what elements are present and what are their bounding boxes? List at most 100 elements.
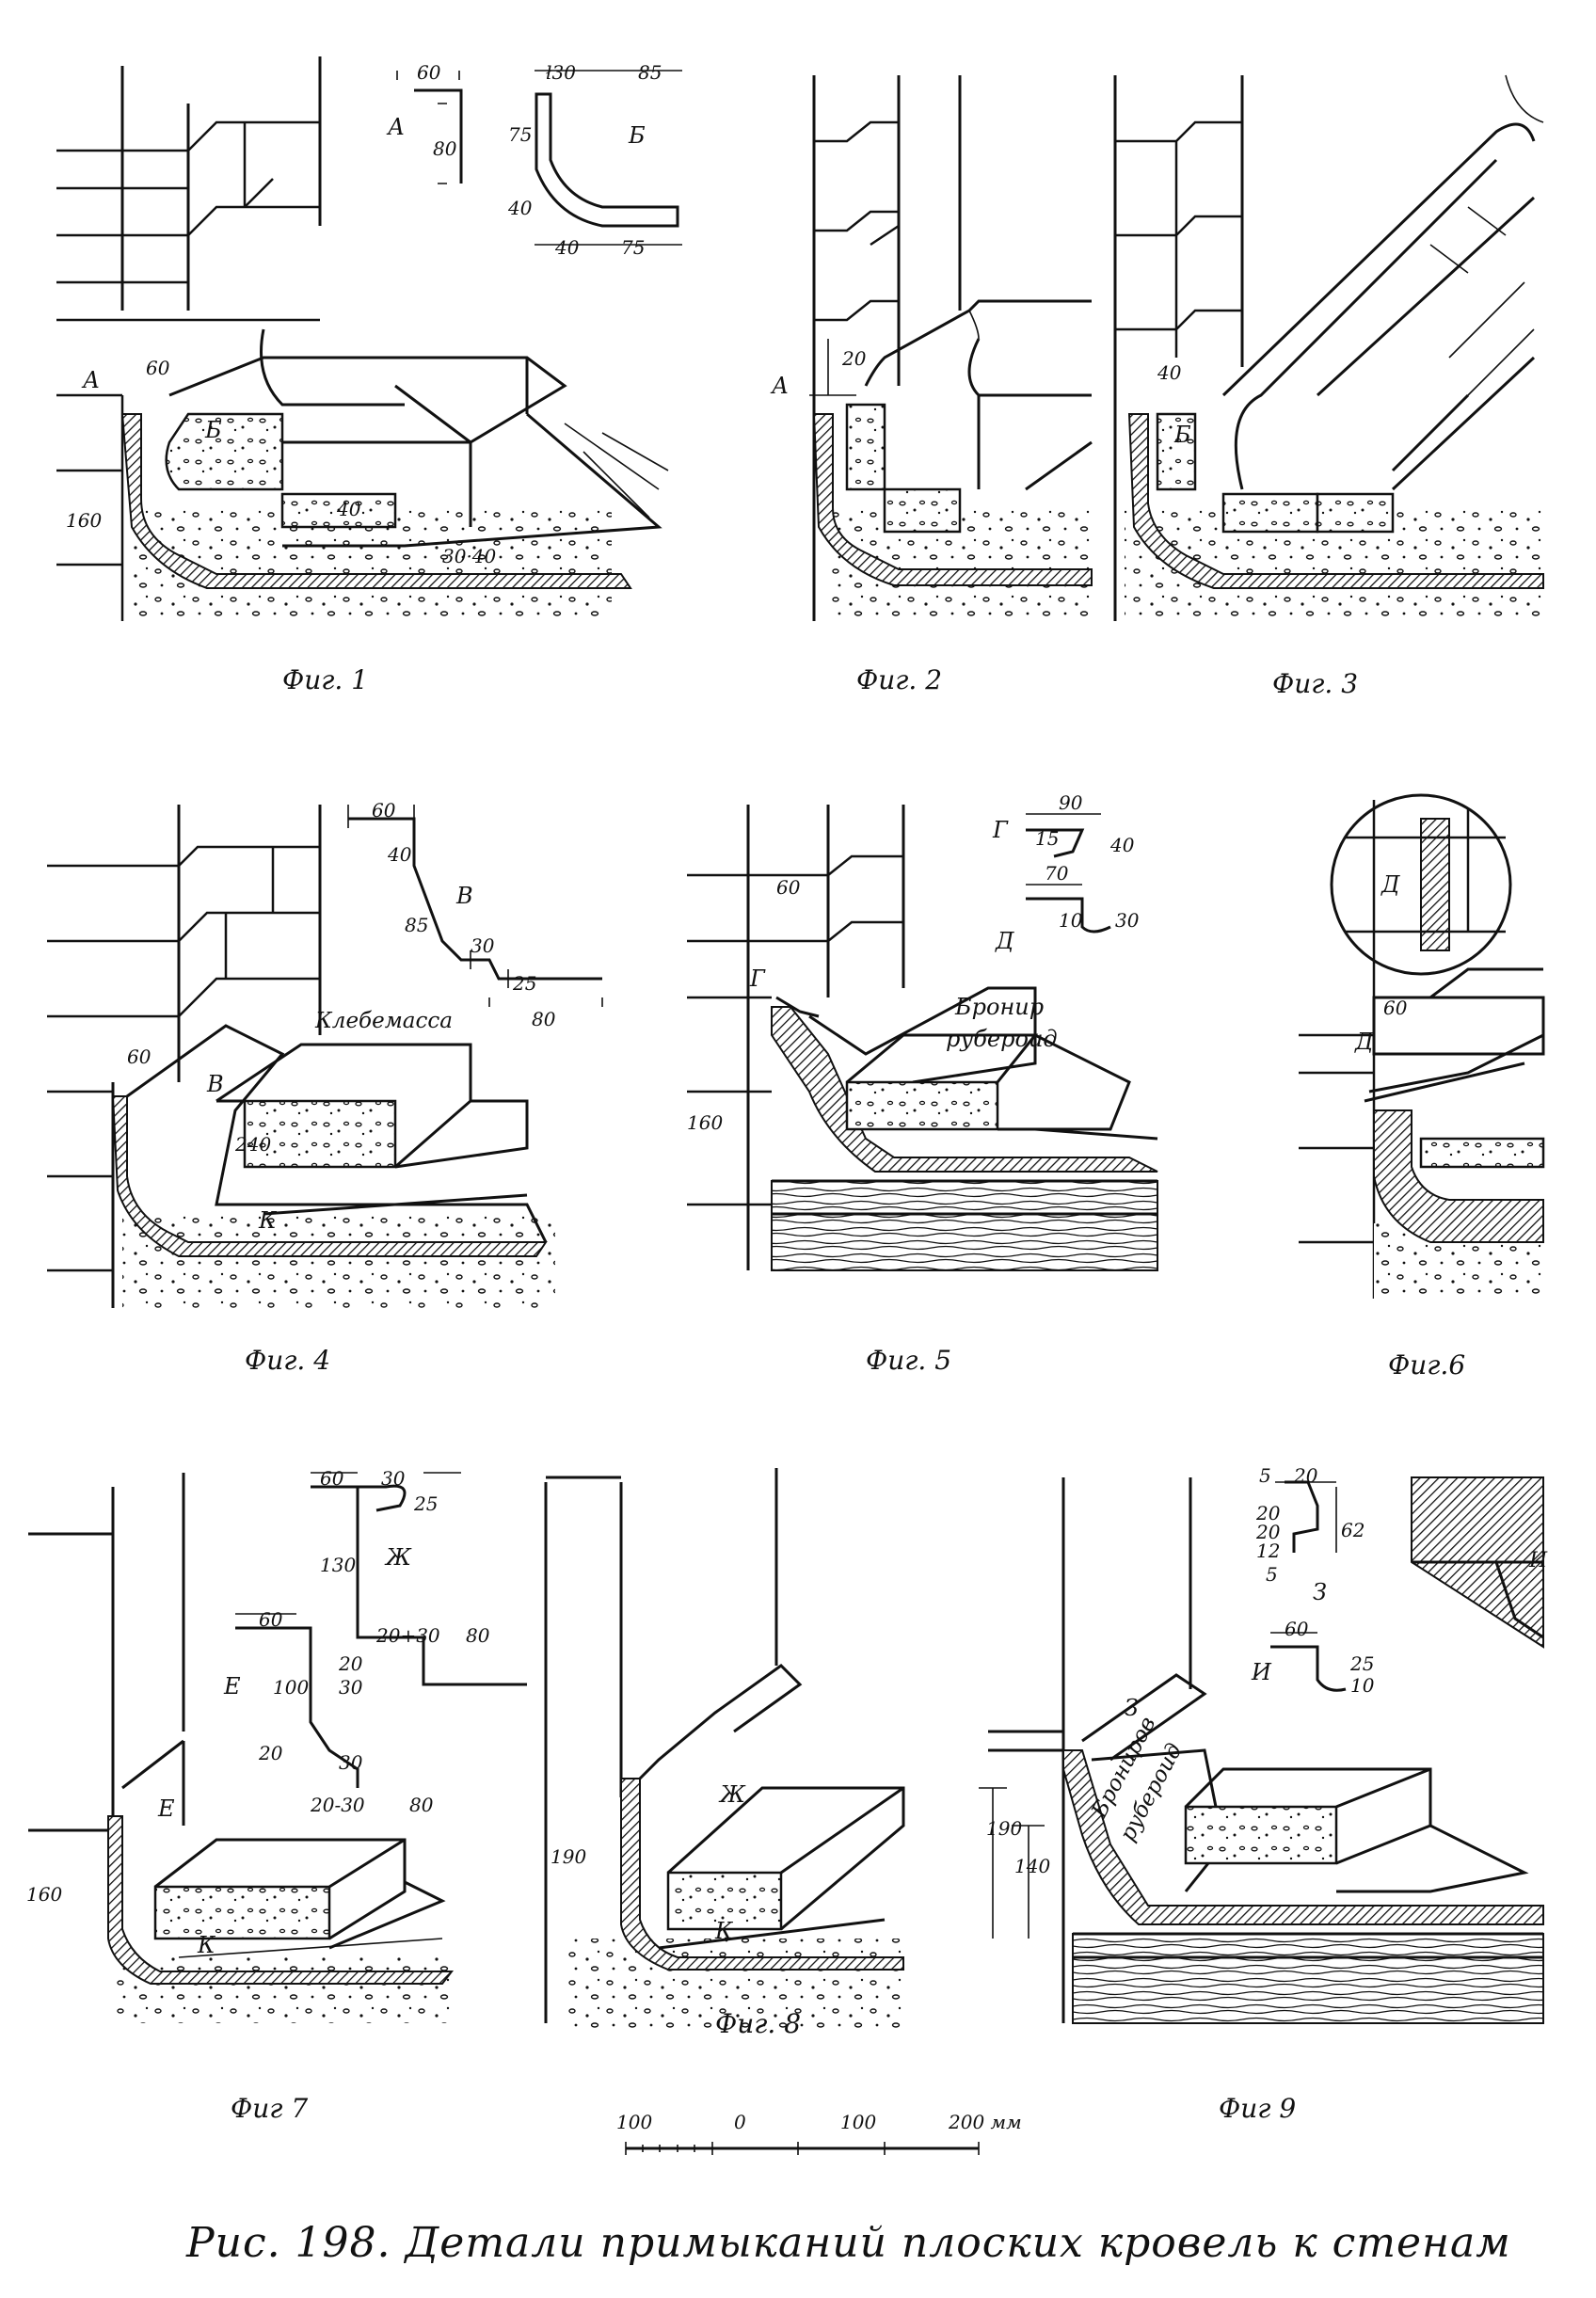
label-b-top: Б [628, 122, 646, 149]
label-b: Б [204, 417, 222, 443]
label-k: К [258, 1207, 278, 1234]
figure-2 [812, 75, 1093, 621]
dim-15: 15 [1035, 827, 1059, 850]
label-i: И [1528, 1549, 1548, 1572]
dim-80-zh: 80 [466, 1624, 490, 1647]
dim-90: 90 [1059, 791, 1083, 814]
dim-a-60: 60 [417, 61, 441, 84]
label-k-fig8: К [714, 1918, 734, 1944]
dim-60-i: 60 [1285, 1618, 1309, 1640]
roof-membrane [107, 1815, 455, 1985]
wood-deck [1072, 1933, 1544, 2024]
dim-20-e2: 20 [258, 1742, 283, 1764]
label-a-top: А [386, 114, 405, 140]
scale-tick-100: 100 [840, 2111, 876, 2133]
caption-fig-6: Фиг.6 [1388, 1349, 1465, 1380]
roof-membrane [120, 413, 632, 589]
dim-20-z: 20 [1293, 1464, 1318, 1487]
roof-membrane [1127, 413, 1544, 589]
dim-20-30: 20+30 [375, 1624, 440, 1647]
dim-20: 20 [841, 347, 867, 370]
dim-12: 12 [1256, 1540, 1280, 1562]
figure-7-annotations: Ж Е Е К 60 30 25 130 20+30 80 60 100 20 … [26, 1467, 527, 2124]
dim-62: 62 [1341, 1519, 1365, 1541]
roof-membrane [812, 413, 1093, 586]
label-d-circle: Д [1381, 871, 1400, 898]
roof-membrane [1373, 1109, 1544, 1243]
figure-1 [56, 56, 669, 621]
dim-160-fig5: 160 [687, 1111, 723, 1134]
dim-25-zh: 25 [413, 1492, 438, 1515]
dim-25-i: 25 [1349, 1652, 1374, 1675]
insulation-slab [1184, 1805, 1338, 1865]
dim-240-label: 240 [234, 1133, 271, 1156]
dim-b-75-bottom: 75 [621, 236, 645, 259]
label-z: З [1125, 1695, 1139, 1721]
caption-fig-8: Фиг. 8 [715, 2008, 801, 2039]
caption-fig-4: Фиг. 4 [245, 1345, 330, 1376]
dim-140-fig9: 140 [1014, 1855, 1050, 1877]
insulation-slab [153, 1885, 331, 1940]
label-g: Г [749, 965, 766, 992]
figure-8-annotations: Ж К 190 Фиг. 8 [551, 1781, 801, 2039]
dim-30-zh: 30 [381, 1467, 406, 1490]
scale-tick-0: 0 [734, 2111, 746, 2133]
dim-160: 160 [66, 509, 102, 532]
label-bronir: Бронир [954, 994, 1044, 1020]
dim-5-top: 5 [1259, 1464, 1271, 1487]
dim-25-fig4: 25 [512, 972, 536, 995]
label-ruberoid: рубероид [946, 1026, 1058, 1052]
scale-bar: 100 0 100 200 мм [616, 2111, 1022, 2155]
wood-deck [771, 1180, 1158, 1271]
dim-160-fig7: 160 [26, 1883, 62, 1906]
dim-60-fig4b: 60 [127, 1045, 152, 1068]
dim-190-fig8: 190 [551, 1845, 586, 1868]
label-d-top: Д [995, 928, 1014, 954]
insulation-slab [165, 412, 284, 491]
dim-70: 70 [1045, 862, 1069, 885]
label-v-top: В [455, 883, 473, 909]
dim-60-e: 60 [259, 1608, 283, 1631]
dim-60: 60 [146, 357, 170, 379]
label-e-top: Е [223, 1673, 241, 1700]
dim-60-zh: 60 [320, 1467, 344, 1490]
label-k-fig7: К [197, 1932, 216, 1958]
brick-wall [56, 56, 322, 322]
scale-tick-100-neg: 100 [616, 2111, 652, 2133]
label-b-fig3: Б [1173, 422, 1191, 448]
figure-5-annotations: Г Д Г Бронир рубероид 90 15 40 70 10 30 … [687, 791, 1140, 1376]
dim-60-fig6: 60 [1383, 997, 1408, 1019]
figure-9 [988, 1476, 1544, 2024]
dim-60-fig5: 60 [776, 876, 801, 899]
caption-fig-3: Фиг. 3 [1272, 668, 1358, 699]
label-zh: Ж [718, 1781, 746, 1808]
figure-5 [687, 805, 1158, 1271]
dim-20-30-e: 20-30 [310, 1794, 365, 1816]
figure-8 [544, 1468, 905, 2033]
caption-fig-1: Фиг. 1 [282, 664, 368, 695]
dim-20-e: 20 [338, 1652, 363, 1675]
label-g-top: Г [992, 817, 1009, 843]
figure-4-annotations: В Клебемасса В К 60 40 85 30 25 80 60 Фи… [127, 799, 603, 1376]
cant-strip-b [260, 328, 405, 407]
label-a-fig2: А [770, 373, 789, 399]
caption-fig-9: Фиг 9 [1219, 2093, 1296, 2124]
label-zh-top: Ж [384, 1544, 412, 1571]
roof-membrane [1062, 1749, 1544, 1925]
dim-b-85: 85 [638, 61, 662, 84]
dim-10: 10 [1059, 909, 1083, 932]
figure-3 [1113, 74, 1544, 621]
dim-40: 40 [336, 498, 361, 520]
dim-40-fig5: 40 [1109, 834, 1135, 856]
dim-20-z3: 20 [1255, 1521, 1281, 1543]
figure-4: 240 [47, 805, 555, 1308]
dim-30-fig4: 30 [471, 934, 495, 957]
figure-9-annotations: З И З Брониров рубероид И 5 20 20 20 62 … [979, 1464, 1548, 2124]
roof-membrane [620, 1778, 904, 1971]
figure-7 [28, 1473, 455, 2023]
dim-30-e2: 30 [339, 1751, 363, 1774]
dim-190-fig9: 190 [986, 1817, 1022, 1840]
label-i-top: И [1251, 1659, 1272, 1685]
dim-30-40: 30·40 [442, 545, 497, 567]
